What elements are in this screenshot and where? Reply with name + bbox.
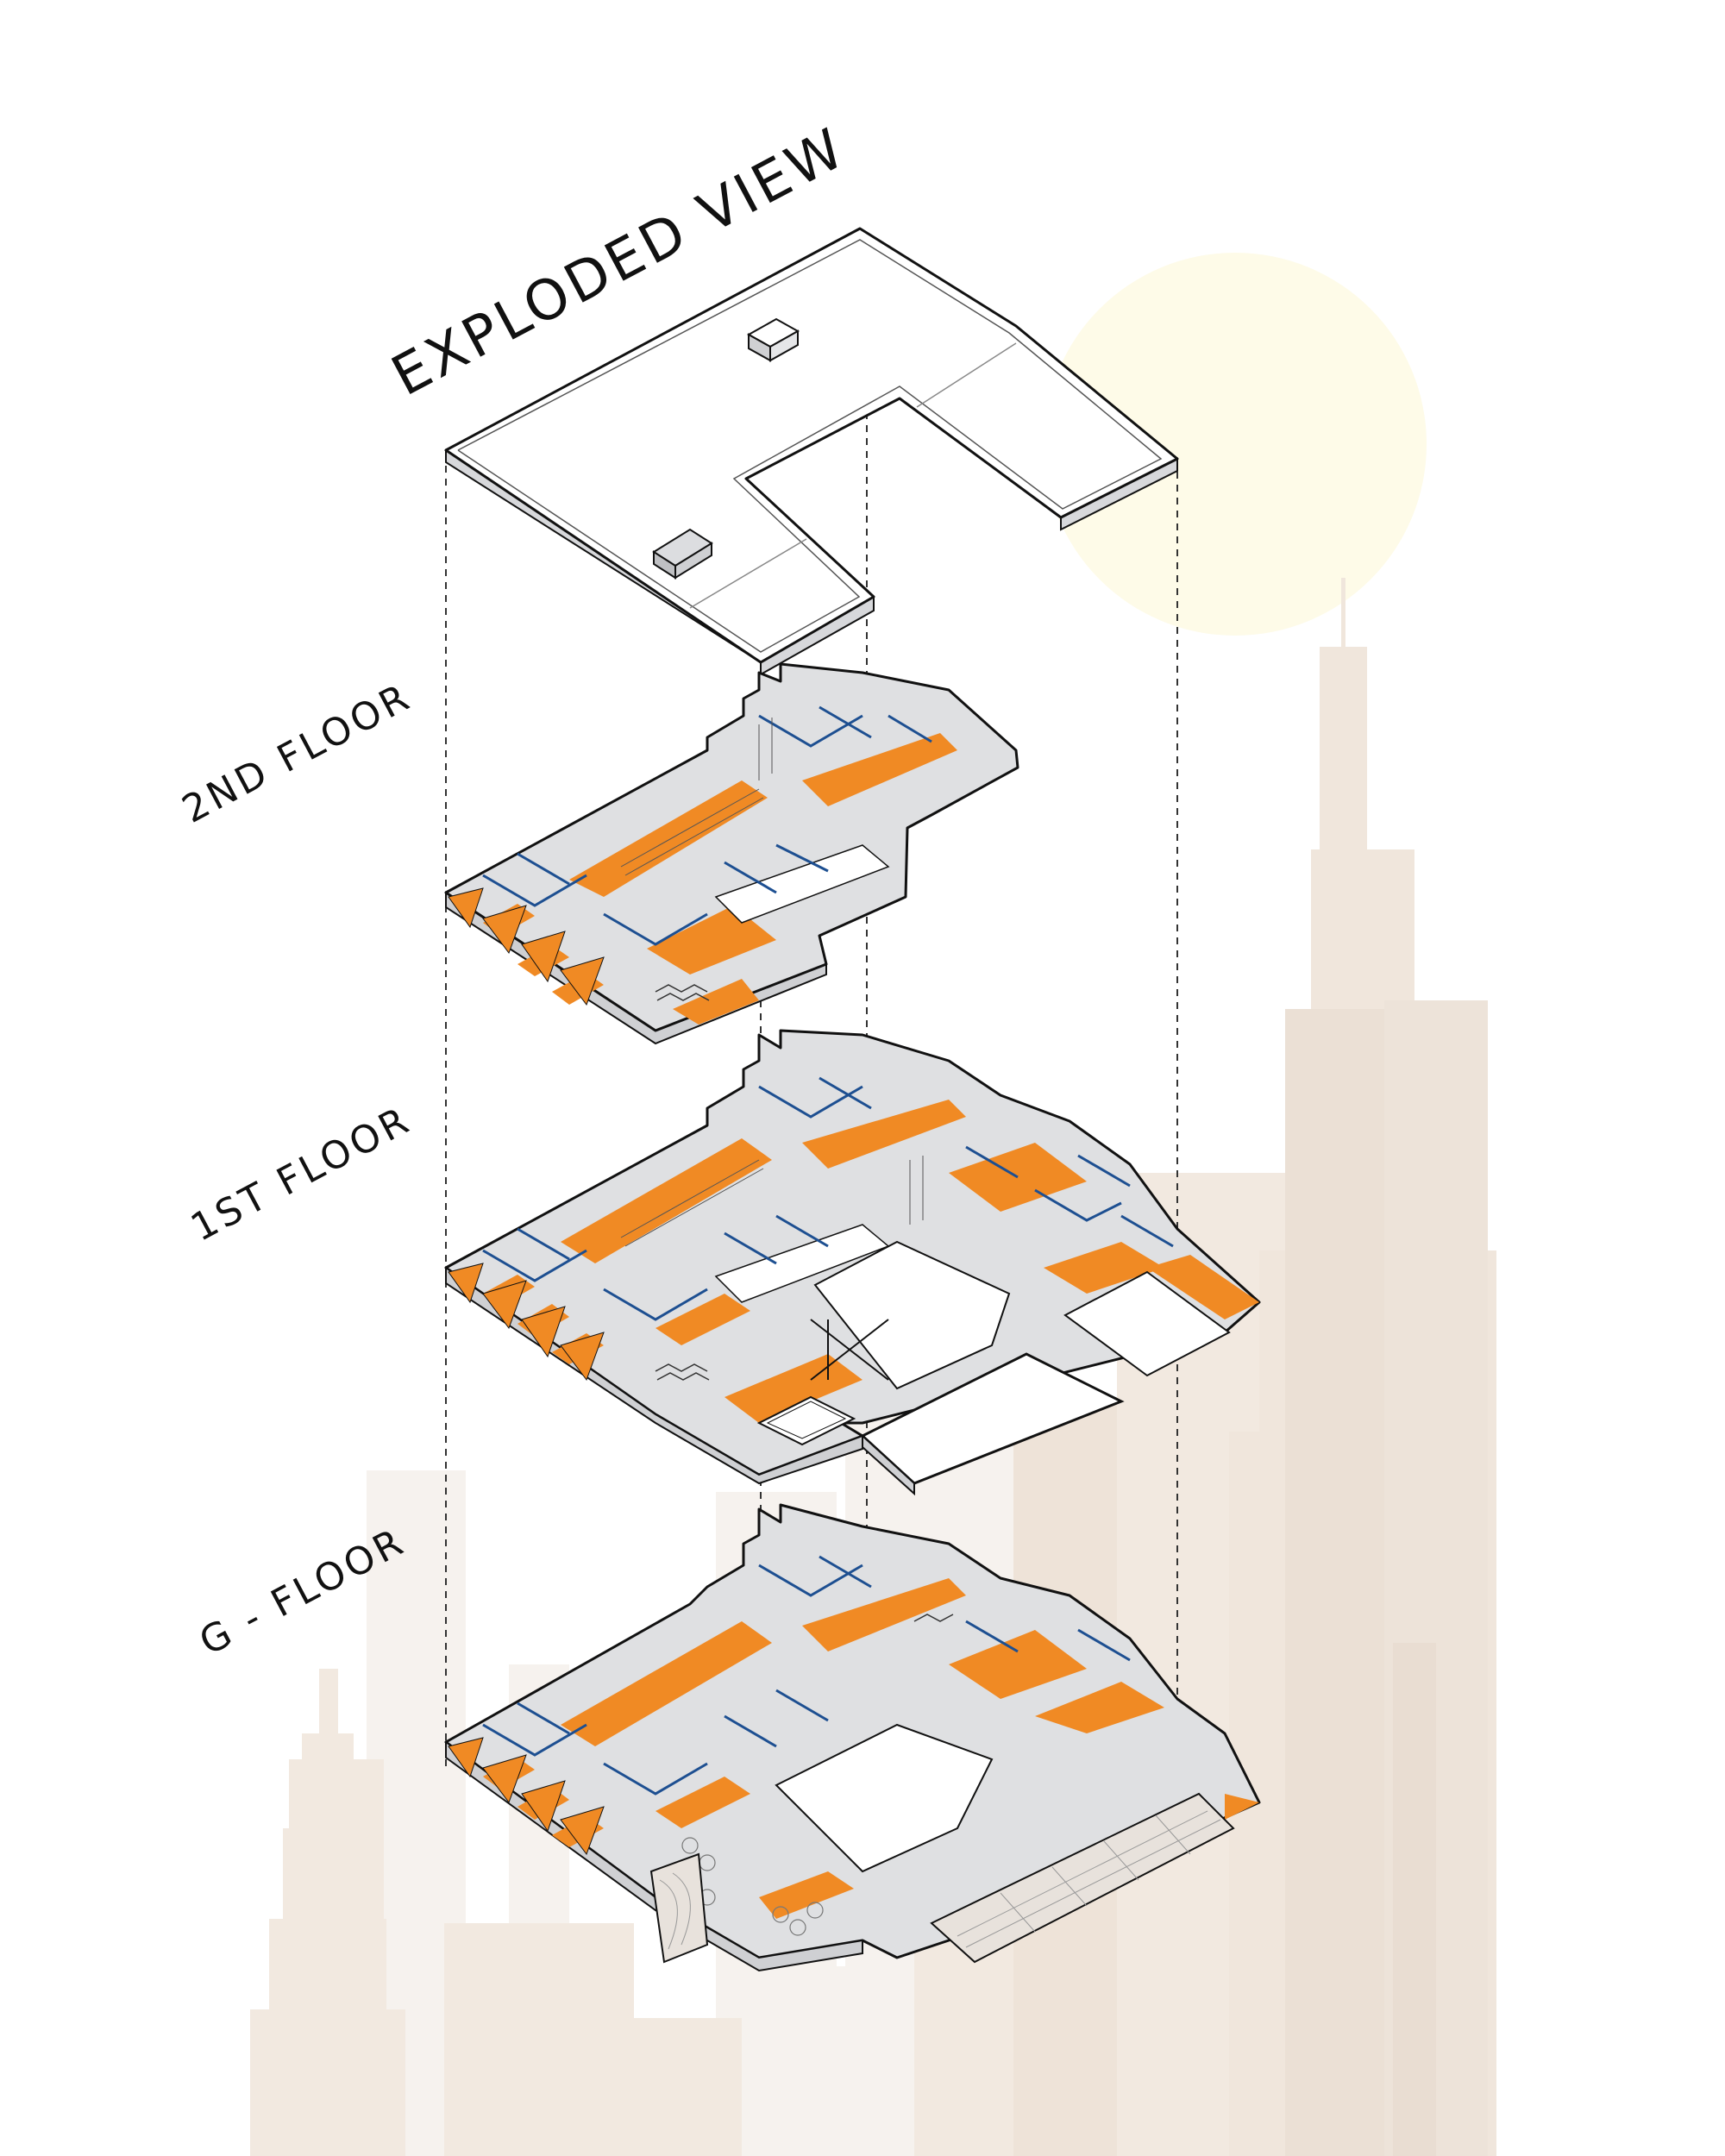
- roof-slab: [444, 227, 1179, 676]
- second-floor-plan: [444, 662, 1019, 1045]
- roof-skylight-icon: [652, 528, 713, 580]
- staircase-icon: [655, 1363, 710, 1381]
- ground-floor-plan: [444, 1503, 1261, 1972]
- staircase-icon: [655, 984, 710, 1001]
- sun-shape: [1044, 253, 1427, 636]
- skyline-tower: [595, 2018, 742, 2156]
- roof-skylight-icon: [746, 317, 800, 362]
- floor-label-second: 2ND FLOOR: [175, 674, 419, 832]
- skyline-tower: [289, 1759, 384, 2156]
- staircase-icon: [913, 1614, 954, 1622]
- floor-label-first: 1ST FLOOR: [184, 1098, 418, 1250]
- skyline-tower: [1393, 1643, 1436, 2156]
- first-floor-plan: [444, 1029, 1261, 1496]
